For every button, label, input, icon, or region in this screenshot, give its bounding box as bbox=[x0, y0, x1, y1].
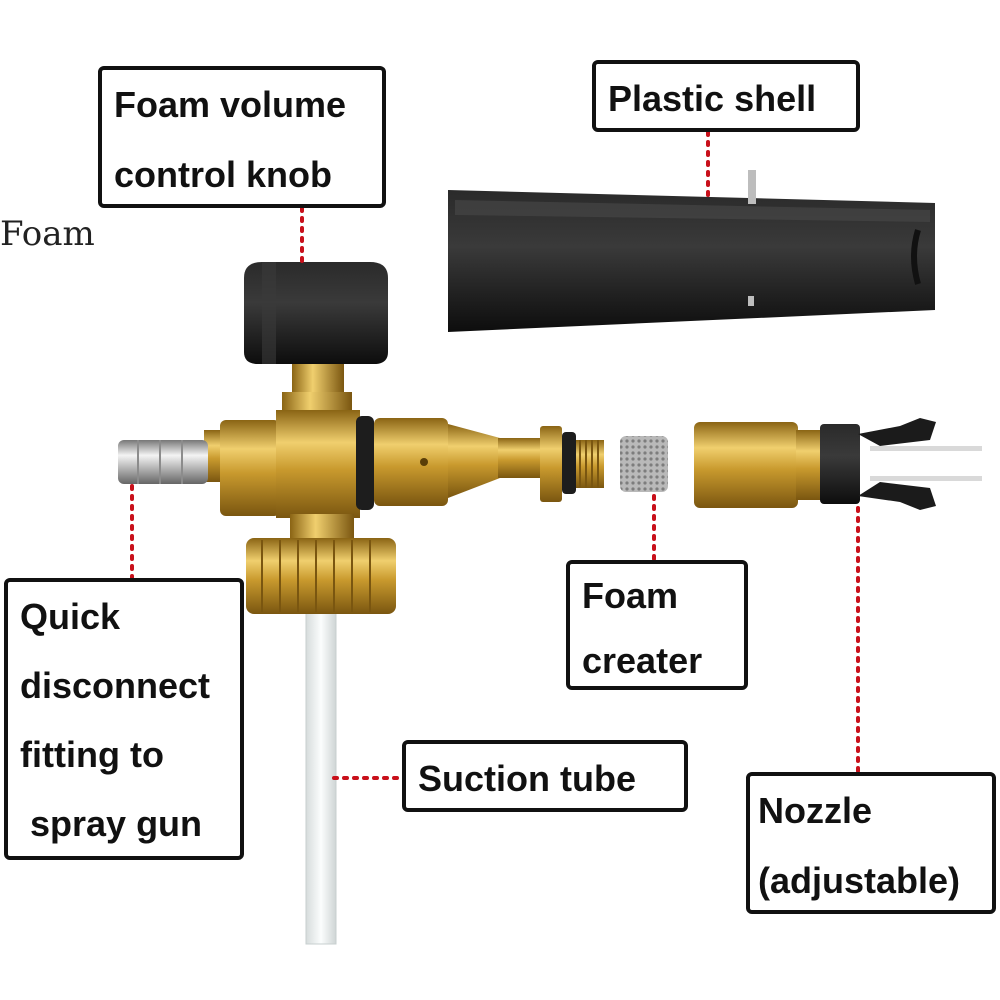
label-line: fitting to bbox=[20, 734, 164, 776]
label-plastic-shell: Plastic shell bbox=[592, 60, 860, 132]
stray-caption: Foam bbox=[0, 214, 95, 254]
label-quick-disconnect: Quick disconnect fitting to spray gun bbox=[4, 578, 244, 860]
label-line: Plastic shell bbox=[608, 78, 817, 119]
leader-lines bbox=[130, 130, 860, 780]
label-line: (adjustable) bbox=[758, 860, 961, 902]
label-line: control knob bbox=[114, 154, 332, 196]
label-foam-creater: Foam creater bbox=[566, 560, 748, 690]
label-foam-volume-knob: Foam volume control knob bbox=[98, 66, 386, 208]
plastic-shell-part bbox=[448, 170, 935, 332]
label-line: Foam volume bbox=[114, 84, 347, 125]
nozzle-part bbox=[694, 418, 982, 510]
foam-volume-knob-part bbox=[244, 262, 388, 416]
label-line: Quick bbox=[20, 596, 121, 637]
label-line: Nozzle bbox=[758, 790, 873, 831]
label-line: creater bbox=[582, 639, 703, 681]
label-line: Foam bbox=[582, 575, 679, 616]
brass-body-part bbox=[204, 410, 604, 518]
bottom-cap-part bbox=[246, 514, 396, 614]
label-suction-tube: Suction tube bbox=[402, 740, 688, 812]
label-line: disconnect bbox=[20, 665, 211, 707]
label-line: Suction tube bbox=[418, 758, 636, 799]
label-nozzle: Nozzle (adjustable) bbox=[746, 772, 996, 914]
suction-tube-part bbox=[305, 611, 337, 945]
foam-creater-part bbox=[620, 436, 668, 492]
label-line: spray gun bbox=[20, 803, 203, 845]
quick-disconnect-part bbox=[118, 440, 208, 484]
